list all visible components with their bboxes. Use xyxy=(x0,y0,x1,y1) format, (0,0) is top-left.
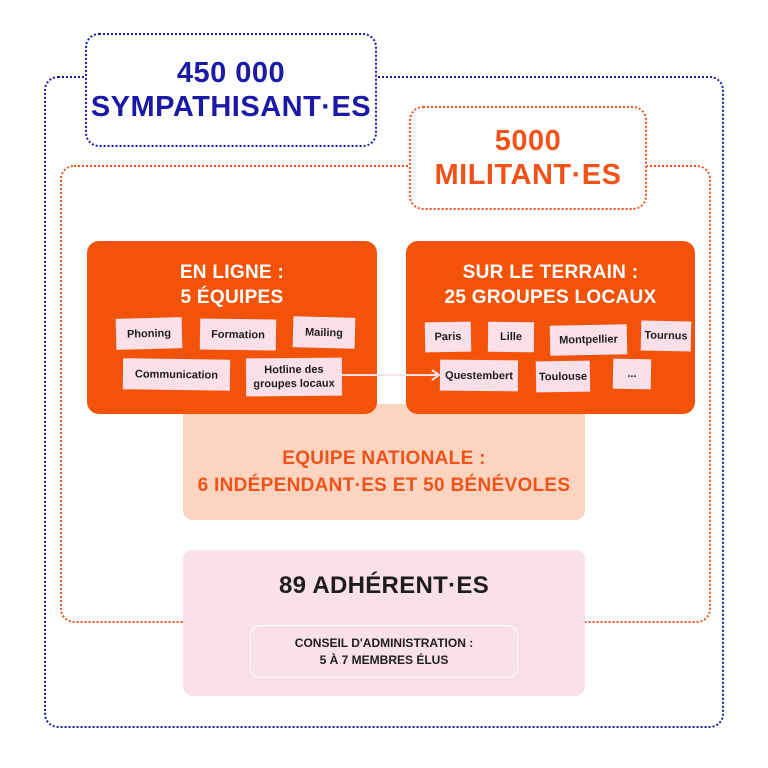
team-chip: Phoning xyxy=(115,317,183,350)
militants-label: 5000 MILITANT·ES xyxy=(409,106,647,210)
equipe-nationale-detail: 6 INDÉPENDANT·ES ET 50 BÉNÉVOLES xyxy=(197,475,571,496)
group-chip: Toulouse xyxy=(535,360,591,393)
sympathisants-text: SYMPATHISANT·ES xyxy=(90,91,372,123)
sur-le-terrain-title: SUR LE TERRAIN : xyxy=(462,262,639,283)
conseil-title: CONSEIL D'ADMINISTRATION : xyxy=(294,635,474,650)
group-chip: Tournus xyxy=(640,320,692,352)
en-ligne-subtitle: 5 ÉQUIPES xyxy=(180,287,284,308)
sur-le-terrain-panel: SUR LE TERRAIN : 25 GROUPES LOCAUX Paris… xyxy=(406,241,695,414)
group-chip: Montpellier xyxy=(549,324,628,356)
militants-text: MILITANT·ES xyxy=(434,159,622,191)
group-chip: Paris xyxy=(424,321,472,353)
hotline-to-groups-arrow xyxy=(324,369,441,381)
group-chip: Lille xyxy=(487,321,535,353)
en-ligne-panel: EN LIGNE : 5 ÉQUIPES Phoning Formation M… xyxy=(87,241,377,414)
arrow-head xyxy=(431,369,441,381)
equipe-nationale-title: EQUIPE NATIONALE : xyxy=(282,448,486,469)
team-chip-hotline-line1: Hotline des xyxy=(264,363,324,377)
adherents-box: 89 ADHÉRENT·ES CONSEIL D'ADMINISTRATION … xyxy=(183,550,585,696)
militants-count: 5000 xyxy=(494,125,562,157)
sympathisants-count: 450 000 xyxy=(176,57,286,89)
en-ligne-title: EN LIGNE : xyxy=(179,262,285,283)
sympathisants-frame xyxy=(44,76,724,728)
team-chip: Communication xyxy=(122,358,231,391)
sur-le-terrain-subtitle: 25 GROUPES LOCAUX xyxy=(444,287,657,308)
equipe-nationale-box: EQUIPE NATIONALE : 6 INDÉPENDANT·ES ET 5… xyxy=(183,404,585,520)
adherents-title: 89 ADHÉRENT·ES xyxy=(278,572,490,599)
group-chip: ... xyxy=(612,358,652,390)
conseil-administration-box: CONSEIL D'ADMINISTRATION : 5 À 7 MEMBRES… xyxy=(250,625,518,678)
team-chip: Formation xyxy=(199,318,277,351)
sympathisants-label: 450 000 SYMPATHISANT·ES xyxy=(85,33,377,147)
conseil-detail: 5 À 7 MEMBRES ÉLUS xyxy=(319,652,449,667)
team-chip: Mailing xyxy=(292,316,356,349)
